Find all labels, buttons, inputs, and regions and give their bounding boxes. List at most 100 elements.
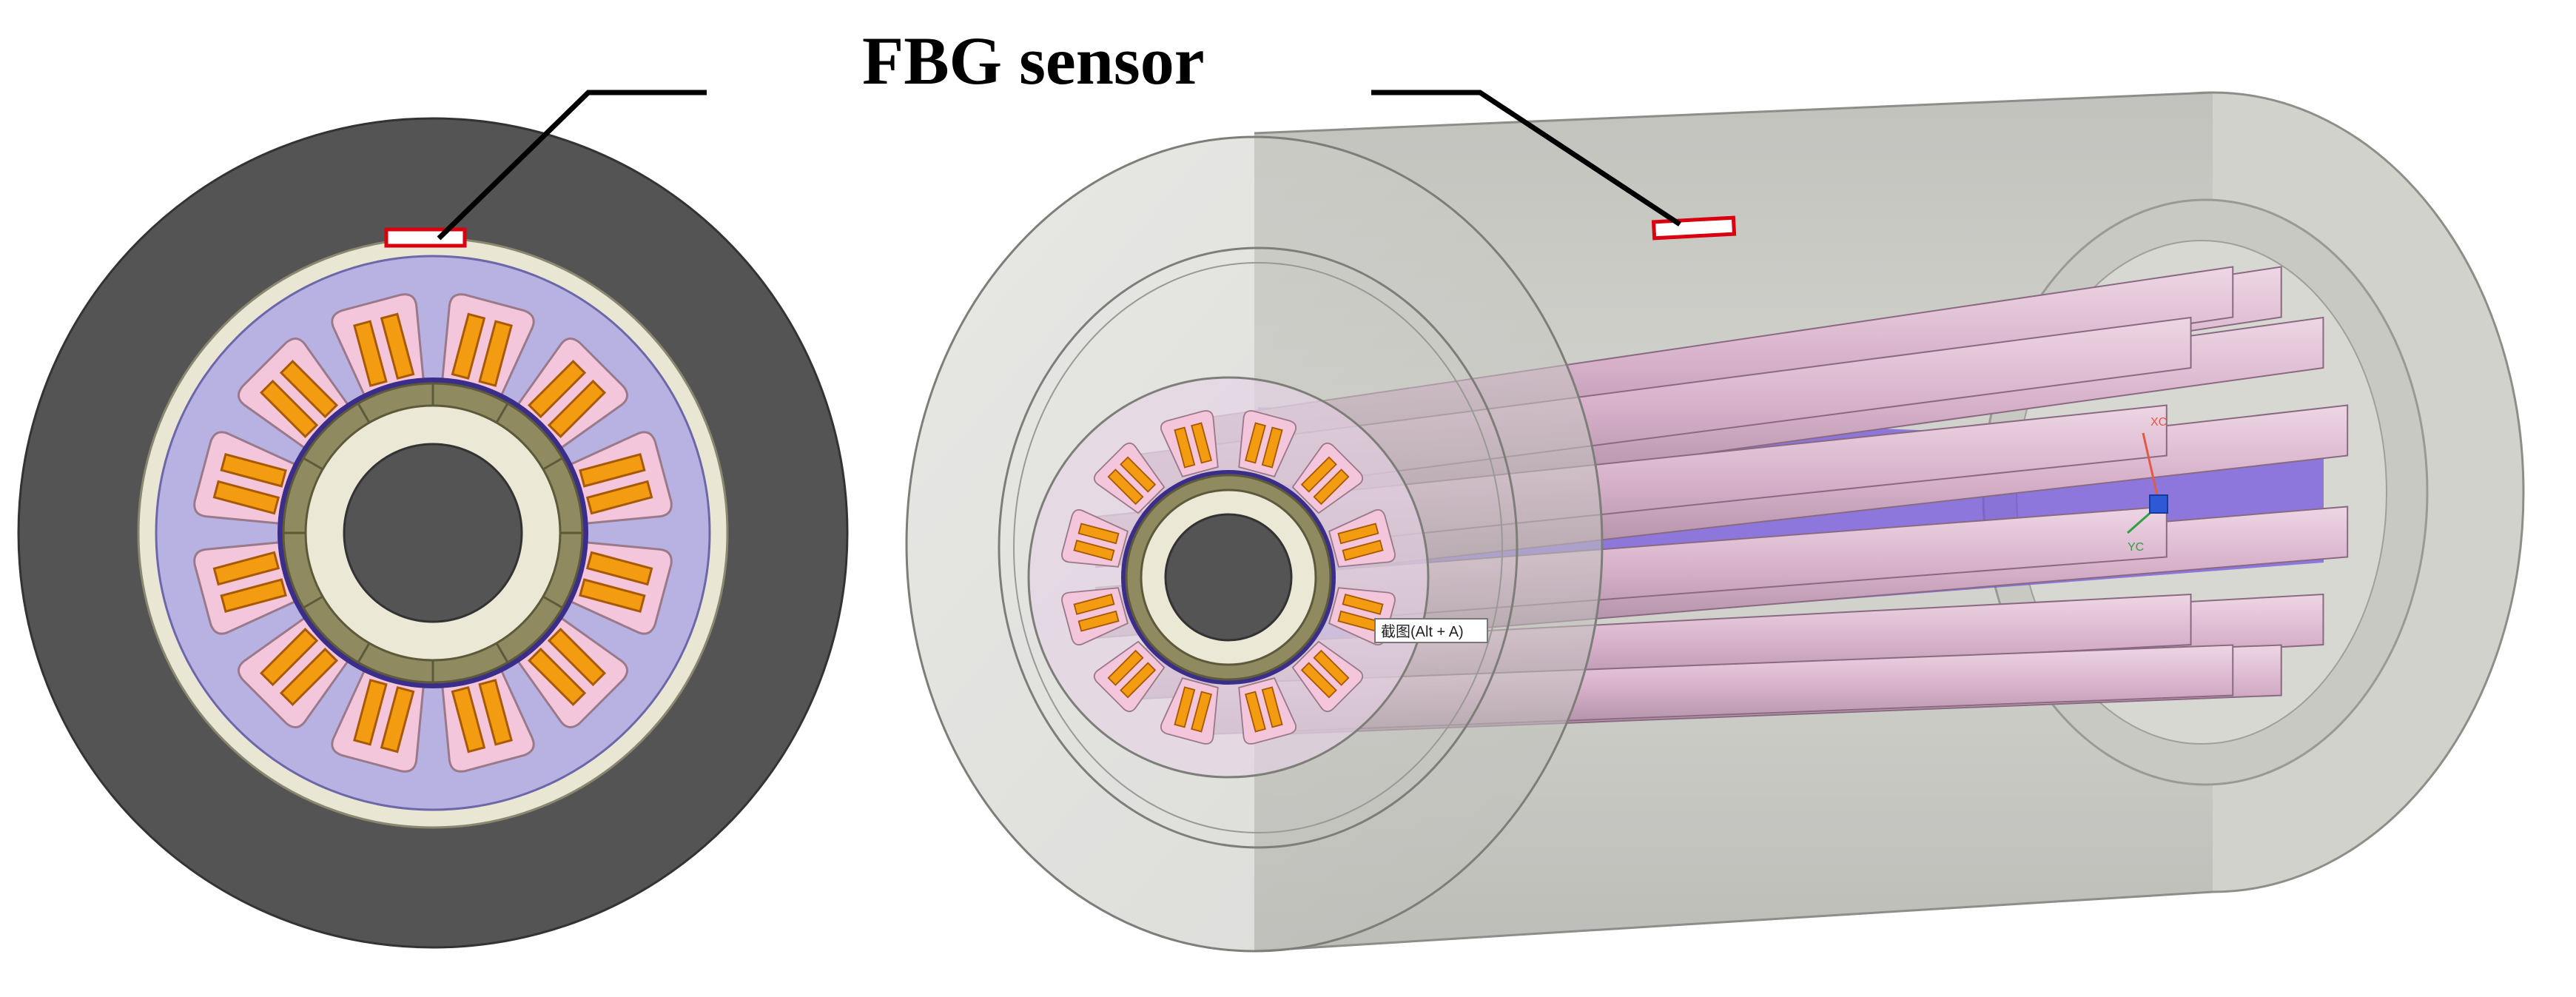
axis-triad: XC YC (2127, 416, 2168, 554)
front-coil-a-6 (1261, 686, 1283, 728)
left-coil-a-4 (585, 551, 653, 586)
front-shaft-bore (1164, 513, 1293, 642)
left-coil-b-1 (478, 320, 513, 387)
left-coil-b-8 (259, 627, 319, 687)
front-coil-b-9 (1073, 593, 1115, 615)
shell-front-inner-ring (998, 246, 1519, 849)
left-coil-b-9 (212, 551, 280, 586)
left-slot-3 (564, 431, 673, 526)
rotor-segment-line-5 (357, 642, 371, 663)
front-slot-liner-8 (1093, 640, 1166, 713)
left-slot-4 (564, 540, 673, 635)
front-coil-a-12 (1174, 426, 1196, 469)
front-coil-a-9 (1077, 610, 1120, 632)
front-coil-a-2 (1300, 456, 1337, 493)
front-coil-a-7 (1191, 691, 1213, 733)
shell-bottom-edge (1254, 890, 2213, 953)
left-coil-a-9 (220, 578, 287, 613)
front-cross-section (1027, 376, 1430, 779)
left-coil-a-6 (478, 679, 513, 746)
left-coil-b-11 (279, 359, 339, 419)
left-slot-1 (440, 293, 535, 402)
left-coil-a-12 (353, 320, 388, 387)
left-slot-12 (331, 293, 426, 402)
front-coil-b-12 (1191, 422, 1213, 464)
front-slot-2 (1291, 442, 1364, 514)
front-coil-a-10 (1073, 540, 1115, 562)
left-coil-a-10 (212, 480, 280, 515)
motor-3d-view: 截图(Alt + A) XC YC (905, 91, 2525, 953)
left-slot-9 (193, 540, 302, 635)
left-coil-b-5 (527, 647, 587, 707)
left-coil-a-11 (259, 379, 319, 439)
left-coil-b-2 (547, 379, 607, 439)
rotor-segment-line-2 (542, 595, 563, 609)
left-coil-a-3 (579, 453, 646, 488)
left-coil-b-12 (380, 312, 415, 380)
front-coil-a-5 (1313, 649, 1350, 686)
front-coil-b-6 (1244, 691, 1266, 733)
front-coil-b-8 (1107, 649, 1144, 686)
tooltip-text: 截图(Alt + A) (1381, 623, 1464, 640)
rotor-segment-line-9 (357, 403, 371, 423)
left-slot-7 (331, 664, 426, 773)
front-coil-b-7 (1174, 686, 1196, 728)
front-slot-1 (1238, 410, 1297, 477)
front-coil-b-10 (1077, 523, 1120, 545)
rotor-segment-line-8 (303, 457, 323, 471)
front-coil-b-11 (1120, 456, 1157, 493)
left-coil-b-6 (451, 685, 486, 753)
shaft-bore (343, 443, 523, 623)
fbg-sensor-marker-left (384, 227, 467, 248)
leader-line-right (1371, 90, 1681, 226)
front-slot-11 (1093, 442, 1166, 514)
rotor-segment-line-6 (303, 595, 323, 609)
front-coil-b-5 (1300, 662, 1337, 699)
front-coil-b-3 (1342, 540, 1384, 562)
left-coil-b-4 (579, 578, 646, 613)
left-coil-b-7 (353, 679, 388, 746)
front-slot-liner-5 (1291, 640, 1364, 713)
axis-label-x: XC (2150, 416, 2167, 429)
front-slot-liner-2 (1291, 442, 1364, 514)
left-slot-10 (193, 431, 302, 526)
front-slot-7 (1160, 677, 1219, 745)
rotor-segment-lines (283, 383, 582, 682)
front-slot-12 (1160, 410, 1219, 477)
front-coil-a-11 (1107, 469, 1144, 506)
leader-line-left (437, 90, 707, 241)
fbg-sensor-label: FBG sensor (862, 23, 1205, 98)
motor-cross-section (17, 117, 849, 949)
front-coil-a-1 (1244, 422, 1266, 464)
left-coil-a-7 (380, 685, 415, 753)
front-slot-3 (1328, 508, 1396, 568)
left-coil-a-5 (547, 627, 607, 687)
front-coil-b-2 (1313, 469, 1350, 506)
left-coil-a-2 (527, 359, 587, 419)
front-coil-a-3 (1337, 523, 1379, 545)
front-coil-a-8 (1120, 662, 1157, 699)
stator-slots (193, 293, 673, 773)
fbg-sensor-marker-right (1651, 215, 1737, 241)
front-slot-8 (1093, 640, 1166, 713)
rotor-segment-line-11 (495, 403, 509, 423)
front-stator-slots (1027, 376, 1430, 779)
front-slot-10 (1061, 508, 1129, 568)
rotor-segment-line-12 (542, 457, 563, 471)
front-coil-a-4 (1342, 593, 1384, 615)
left-coil-b-3 (585, 480, 653, 515)
front-slot-liner-11 (1093, 442, 1166, 514)
axis-label-y: YC (2128, 541, 2144, 554)
left-slot-2 (513, 337, 629, 453)
rotor-segment-line-3 (495, 642, 509, 663)
left-coil-b-10 (220, 453, 287, 488)
front-coil-b-1 (1261, 426, 1283, 469)
left-coil-a-1 (451, 312, 486, 380)
front-slot-5 (1291, 640, 1364, 713)
left-slot-6 (440, 664, 535, 773)
shell-front-inner-ring-2 (1013, 262, 1503, 833)
shell-top-edge (1254, 91, 2213, 135)
front-slot-9 (1061, 587, 1129, 646)
front-slot-6 (1238, 677, 1297, 745)
